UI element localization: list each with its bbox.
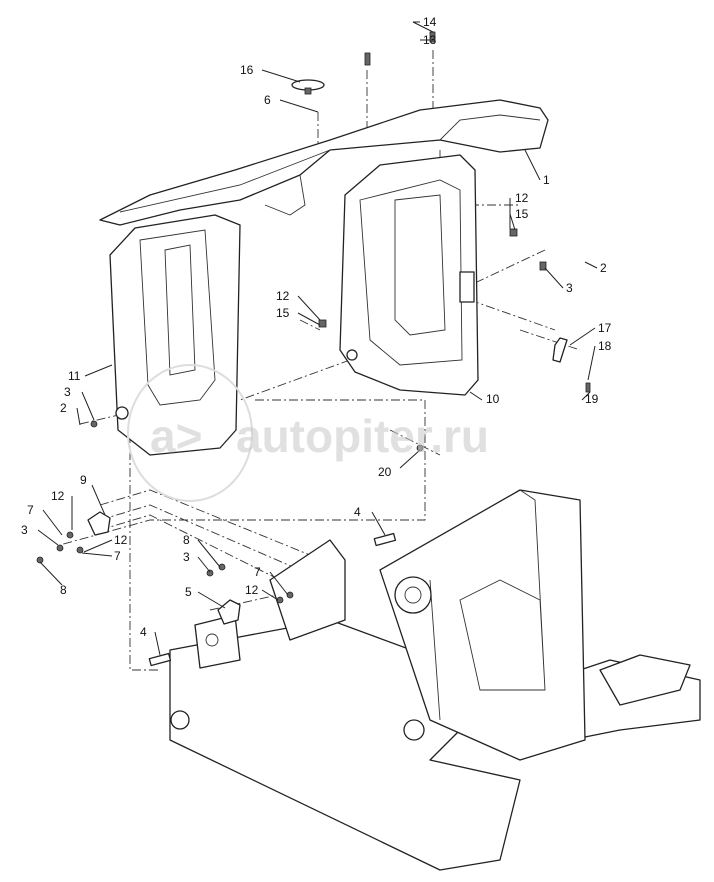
- callout-6: 6: [264, 93, 271, 107]
- callout-18: 18: [598, 339, 612, 353]
- callout-15: 15: [515, 207, 529, 221]
- callout-1: 1: [543, 173, 550, 187]
- callout-17: 17: [598, 321, 612, 335]
- callout-8: 8: [60, 583, 67, 597]
- hardware-parts: [36, 31, 591, 667]
- callout-20: 20: [378, 465, 392, 479]
- roof-cover: [99, 99, 549, 226]
- watermark-text: autopiter.ru: [236, 410, 489, 462]
- callout-11: 11: [68, 369, 81, 383]
- callout-4: 4: [354, 505, 361, 519]
- callout-3b: 3: [64, 385, 71, 399]
- watermark-logo: a>: [150, 410, 202, 462]
- assembly-lines: [59, 50, 581, 671]
- callout-7b: 7: [114, 549, 121, 563]
- callout-3d: 3: [183, 550, 190, 564]
- callout-labels: 14 13 16 6 1 12 15 2 3 17 18 19 10 12 15…: [21, 15, 612, 639]
- callout-10: 10: [486, 392, 500, 406]
- callout-7c: 7: [254, 565, 261, 579]
- callout-12b: 12: [276, 289, 290, 303]
- callout-13: 13: [423, 33, 437, 47]
- callout-8b: 8: [183, 533, 190, 547]
- callout-2b: 2: [60, 401, 67, 415]
- callout-5: 5: [185, 585, 192, 599]
- callout-4b: 4: [140, 625, 147, 639]
- callout-3: 3: [566, 281, 573, 295]
- left-side-panel: [109, 214, 241, 456]
- chassis-frame: [169, 489, 701, 871]
- right-side-panel: [339, 154, 479, 396]
- watermark: a> autopiter.ru: [127, 364, 489, 502]
- callout-7: 7: [27, 503, 34, 517]
- callout-3c: 3: [21, 523, 28, 537]
- callout-12e: 12: [245, 583, 259, 597]
- callout-14: 14: [423, 15, 437, 29]
- callout-15b: 15: [276, 306, 290, 320]
- callout-2: 2: [600, 261, 607, 275]
- leader-lines: [37, 21, 598, 656]
- callout-9: 9: [80, 473, 87, 487]
- callout-12c: 12: [51, 489, 65, 503]
- callout-16: 16: [240, 63, 254, 77]
- callout-19: 19: [585, 392, 599, 406]
- callout-12: 12: [515, 191, 529, 205]
- callout-12d: 12: [114, 533, 128, 547]
